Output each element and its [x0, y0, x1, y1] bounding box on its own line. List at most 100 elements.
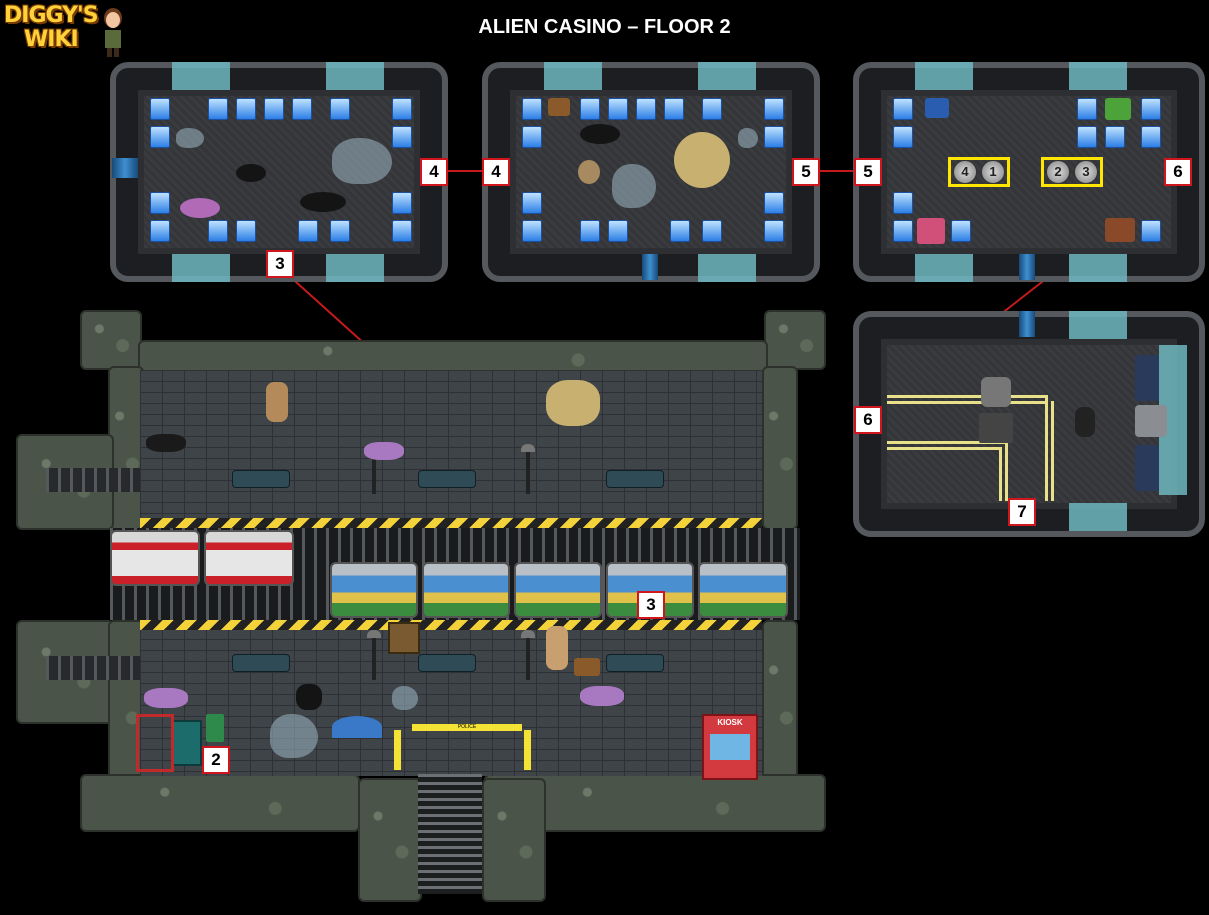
slot-machine — [636, 98, 656, 120]
puddle — [392, 686, 418, 710]
coin-token[interactable]: 1 — [981, 160, 1005, 184]
police-tape[interactable]: POLICE — [412, 724, 522, 731]
marker-6-bottom[interactable]: 6 — [854, 406, 882, 434]
machine[interactable] — [981, 377, 1011, 407]
pipe — [999, 447, 1002, 501]
slot-machine — [664, 98, 684, 120]
kiosk[interactable]: KIOSK — [702, 714, 758, 780]
police-tape-label: POLICE — [457, 724, 477, 730]
slot-machine — [522, 192, 542, 214]
bench — [418, 470, 476, 488]
street-lamp — [521, 444, 535, 494]
window — [1069, 311, 1127, 339]
slot-machine — [893, 220, 913, 242]
junk-pile[interactable] — [180, 198, 220, 218]
server-rack — [1135, 355, 1159, 401]
pipe — [1045, 395, 1048, 501]
framed-sign[interactable] — [388, 622, 420, 654]
lower-platform — [140, 628, 762, 776]
slot-machine — [330, 98, 350, 120]
kiosk-label: KIOSK — [717, 718, 743, 727]
stone-wall — [138, 340, 768, 374]
debris[interactable] — [300, 192, 346, 212]
door[interactable] — [1019, 254, 1035, 280]
metal-plate[interactable] — [1135, 405, 1167, 437]
marker-7[interactable]: 7 — [1008, 498, 1036, 526]
agent-character[interactable] — [1075, 407, 1095, 437]
slot-machine — [764, 220, 784, 242]
slot-machine — [1141, 220, 1161, 242]
coin-token[interactable]: 2 — [1046, 160, 1070, 184]
room-floor — [887, 345, 1171, 503]
slot-machine — [150, 126, 170, 148]
window — [698, 254, 756, 282]
blue-crate[interactable] — [925, 98, 949, 118]
pipe — [887, 447, 999, 450]
marker-3-bottom[interactable]: 3 — [637, 591, 665, 619]
room-1 — [110, 62, 448, 282]
rope-crate[interactable] — [1105, 218, 1135, 242]
window — [1069, 62, 1127, 90]
junk-pile[interactable] — [364, 442, 404, 460]
umbrella[interactable] — [332, 716, 382, 738]
slot-machine — [150, 98, 170, 120]
train-car-red — [204, 530, 294, 586]
treasure-chest[interactable] — [574, 658, 600, 676]
debris[interactable] — [236, 164, 266, 182]
marker-4-right[interactable]: 4 — [482, 158, 510, 186]
gem-crate[interactable] — [917, 218, 945, 244]
junk-pile[interactable] — [674, 132, 730, 188]
debris[interactable] — [578, 160, 600, 184]
junk-pile[interactable] — [266, 382, 288, 422]
exit-stairs[interactable] — [418, 774, 482, 894]
marker-5-right[interactable]: 5 — [854, 158, 882, 186]
window — [326, 254, 384, 282]
pipe — [1005, 441, 1008, 501]
slot-machine — [1141, 126, 1161, 148]
treasure-chest[interactable] — [548, 98, 570, 116]
debris[interactable] — [580, 124, 620, 144]
junk-pile[interactable] — [580, 686, 624, 706]
red-barrier — [136, 714, 174, 772]
slot-machine — [208, 98, 228, 120]
side-tunnel — [46, 468, 140, 492]
bench — [606, 470, 664, 488]
door[interactable] — [1019, 311, 1035, 337]
marker-4-left[interactable]: 4 — [420, 158, 448, 186]
slot-machine — [236, 220, 256, 242]
train-car-red — [110, 530, 200, 586]
slot-machine — [392, 192, 412, 214]
marker-3-top[interactable]: 3 — [266, 250, 294, 278]
slot-machine — [522, 98, 542, 120]
terminal[interactable] — [979, 413, 1013, 443]
ticket-machine[interactable] — [206, 714, 224, 742]
debris[interactable] — [146, 434, 186, 452]
coin-token[interactable]: 4 — [953, 160, 977, 184]
slot-machine — [893, 126, 913, 148]
coin-token[interactable]: 3 — [1074, 160, 1098, 184]
marker-6-top[interactable]: 6 — [1164, 158, 1192, 186]
coin-puzzle-right[interactable]: 2 3 — [1041, 157, 1103, 187]
server-rack — [1135, 445, 1159, 491]
train-car-blue — [514, 562, 602, 618]
logo-line1: DIGGY'S — [4, 3, 99, 28]
coin-puzzle-left[interactable]: 4 1 — [948, 157, 1010, 187]
door[interactable] — [112, 158, 138, 178]
stone-wall — [762, 620, 798, 784]
junk-pile[interactable] — [546, 626, 568, 670]
door[interactable] — [642, 254, 658, 280]
slot-machine — [292, 98, 312, 120]
diggys-wiki-logo[interactable]: DIGGY'S WIKI — [4, 4, 132, 60]
slot-machine — [702, 98, 722, 120]
junk-pile[interactable] — [546, 380, 600, 426]
vending-machine[interactable] — [172, 720, 202, 766]
debris[interactable] — [296, 684, 322, 710]
marker-2[interactable]: 2 — [202, 746, 230, 774]
plant-crate[interactable] — [1105, 98, 1131, 120]
junk-pile[interactable] — [144, 688, 188, 708]
slot-machine — [580, 98, 600, 120]
subway-station: POLICE KIOSK — [16, 310, 826, 902]
marker-5-left[interactable]: 5 — [792, 158, 820, 186]
slot-machine — [764, 98, 784, 120]
window — [172, 254, 230, 282]
